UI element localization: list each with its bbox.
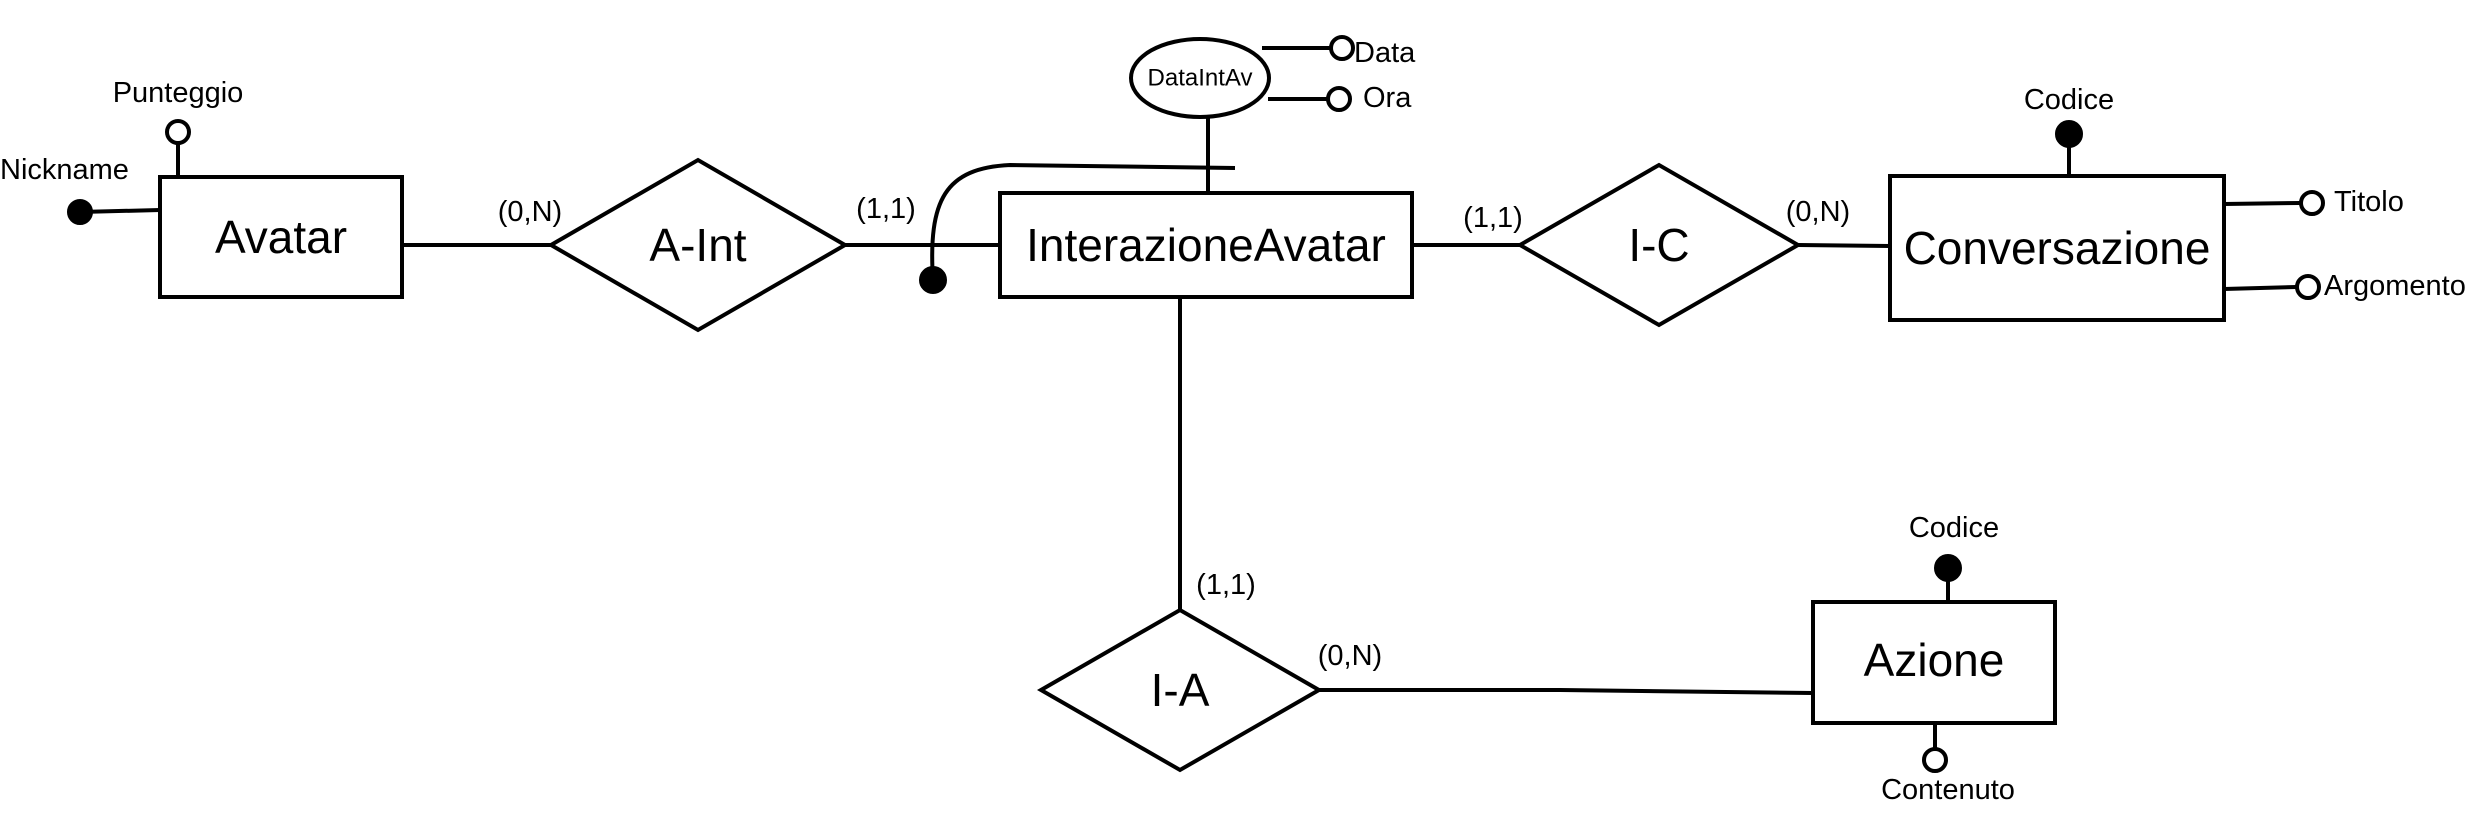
attribute-titolo-marker — [2299, 190, 2325, 216]
connectors — [402, 162, 1891, 695]
attribute-ora-marker — [1326, 86, 1352, 112]
external-identifier-marker — [919, 266, 947, 294]
cardinality-interazione-i-a: (1,1) — [1196, 569, 1256, 601]
attribute-ora-label: Ora — [1363, 82, 1412, 114]
attribute-conversazione-codice-key-marker — [2055, 120, 2083, 148]
entity-conversazione-label: Conversazione — [1904, 222, 2211, 274]
attribute-titolo-label: Titolo — [2334, 186, 2404, 218]
attribute-argomento-label: Argomento — [2324, 270, 2466, 302]
attribute-contenuto-marker — [1922, 747, 1948, 773]
attribute-data-int-av-label: DataIntAv — [1148, 65, 1253, 92]
entity-azione: Azione — [1811, 600, 2057, 725]
entity-interazione-avatar: InterazioneAvatar — [998, 191, 1414, 299]
attribute-nickname-key-marker — [67, 199, 93, 225]
relationship-a-int: A-Int — [547, 157, 849, 333]
external-identifier-curve — [930, 162, 1236, 281]
link-i-c-conversazione — [1797, 243, 1891, 248]
attribute-punteggio-marker — [165, 119, 191, 145]
relationship-i-c: I-C — [1515, 162, 1803, 328]
attribute-conversazione-codice-label: Codice — [2024, 84, 2114, 116]
attribute-punteggio-label: Punteggio — [113, 77, 244, 109]
entity-avatar-label: Avatar — [215, 211, 347, 263]
cardinality-avatar-a-int: (0,N) — [498, 196, 562, 228]
attribute-data-int-av-ellipse — [1129, 37, 1271, 119]
stem-argomento — [2223, 285, 2297, 291]
attribute-data-marker — [1329, 35, 1355, 61]
entity-avatar: Avatar — [158, 175, 404, 299]
stem-nickname — [79, 208, 161, 214]
entity-conversazione: Conversazione — [1888, 174, 2226, 322]
cardinality-azione-i-a: (0,N) — [1318, 640, 1382, 672]
attribute-stems — [79, 46, 2301, 748]
attribute-argomento-marker — [2295, 274, 2321, 300]
attribute-azione-codice-key-marker — [1934, 554, 1962, 582]
attribute-contenuto-label: Contenuto — [1881, 774, 2015, 806]
entity-azione-label: Azione — [1864, 634, 2005, 686]
attribute-data-label: Data — [1354, 37, 1416, 69]
stem-titolo — [2223, 201, 2301, 206]
relationship-i-a-label: I-A — [1151, 664, 1210, 716]
relationship-a-int-label: A-Int — [649, 219, 746, 271]
entity-interazione-avatar-label: InterazioneAvatar — [1026, 219, 1386, 271]
cardinality-interazione-a-int: (1,1) — [856, 193, 916, 225]
attribute-nickname-label: Nickname — [0, 154, 129, 186]
cardinality-conversazione-i-c: (0,N) — [1786, 196, 1850, 228]
link-i-a-azione — [1319, 688, 1814, 695]
relationship-i-c-label: I-C — [1628, 219, 1689, 271]
relationship-i-a: I-A — [1036, 607, 1324, 773]
attribute-azione-codice-label: Codice — [1909, 512, 1999, 544]
cardinality-interazione-i-c: (1,1) — [1463, 202, 1523, 234]
